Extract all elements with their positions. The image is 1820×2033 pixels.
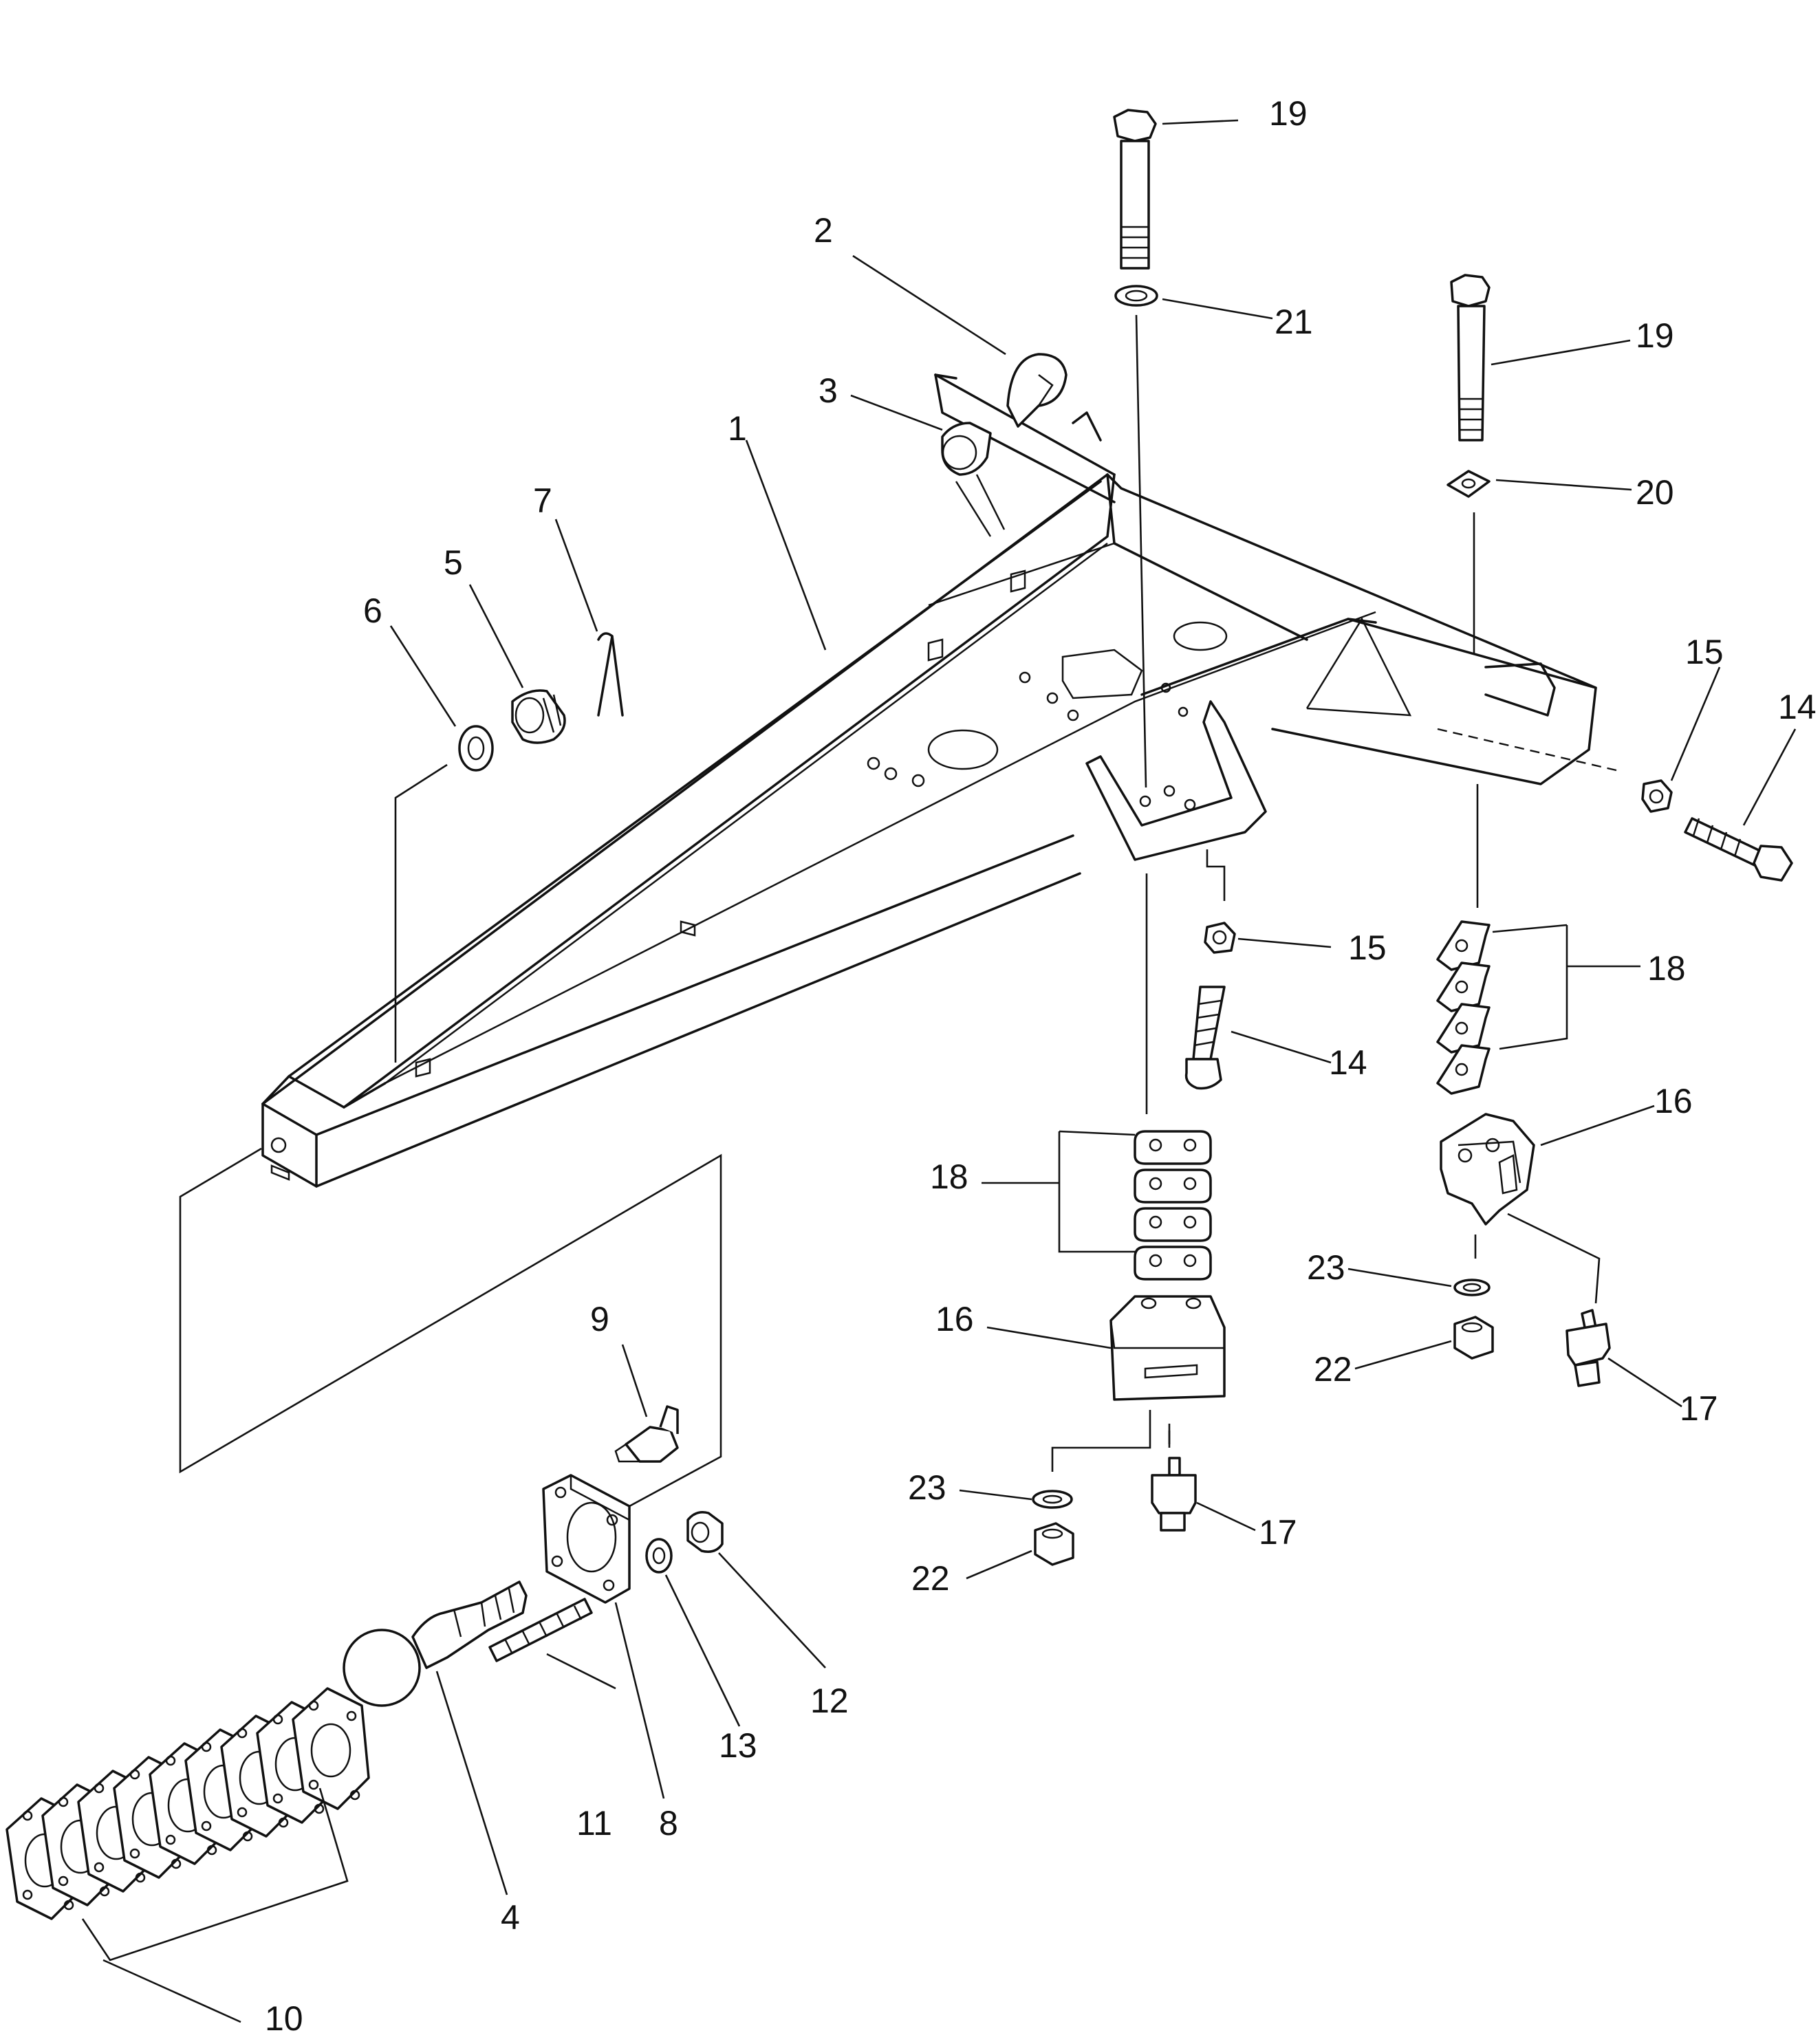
washer-21	[1114, 285, 1158, 307]
nut-15-right	[1641, 779, 1673, 813]
mounting-bracket	[1085, 700, 1267, 861]
grease-fitting-17-right	[1566, 1309, 1611, 1387]
callout-11: 11	[576, 1804, 612, 1842]
bolt-14-right	[1684, 817, 1793, 882]
callout-6: 6	[363, 591, 382, 630]
callout-17a: 17	[1259, 1513, 1297, 1552]
stud-11	[488, 1598, 593, 1662]
callout-leaders	[102, 119, 1797, 2023]
shim-stack-18-left	[1134, 1130, 1212, 1281]
callout-9: 9	[590, 1300, 609, 1338]
washer-6	[458, 725, 494, 772]
callout-7: 7	[533, 481, 552, 520]
callout-22a: 22	[911, 1559, 950, 1598]
bolt-19-left	[1113, 109, 1157, 270]
callout-18a: 18	[930, 1157, 968, 1196]
bolt-19-right	[1450, 274, 1491, 442]
callout-23b: 23	[1307, 1248, 1345, 1287]
callout-18b: 18	[1647, 949, 1686, 988]
callout-22b: 22	[1314, 1350, 1352, 1389]
square-washer-20	[1447, 470, 1491, 498]
washer-23-left	[1032, 1490, 1073, 1509]
shim-stack-10	[6, 1687, 370, 1920]
ball-stud-4	[343, 1580, 528, 1707]
mount-block-16-left	[1109, 1295, 1226, 1401]
callout-20: 20	[1636, 473, 1674, 512]
grease-fitting-17-left	[1151, 1457, 1197, 1532]
callout-2: 2	[814, 211, 833, 250]
callout-4: 4	[501, 1898, 520, 1937]
callout-13: 13	[719, 1726, 757, 1765]
assembly-lines	[81, 314, 1617, 1961]
callout-15b: 15	[1685, 633, 1724, 671]
ball-joint-2	[1006, 353, 1068, 428]
nut-22-left	[1034, 1522, 1074, 1566]
callout-19b: 19	[1636, 316, 1674, 355]
callout-10: 10	[265, 1999, 303, 2033]
a-frame-drawbar	[261, 373, 1597, 1188]
shim-stack-18-right	[1436, 920, 1491, 1095]
mount-block-16-right	[1440, 1113, 1535, 1226]
callout-15a: 15	[1348, 928, 1387, 967]
callout-23a: 23	[908, 1468, 946, 1507]
callout-5: 5	[444, 543, 463, 582]
grease-fitting-9	[614, 1405, 679, 1463]
castle-nut-5	[511, 689, 566, 744]
nut-22-right	[1453, 1316, 1494, 1360]
callout-17b: 17	[1680, 1389, 1718, 1428]
callout-14a: 14	[1329, 1043, 1367, 1082]
callout-21: 21	[1275, 303, 1313, 341]
washer-23-right	[1453, 1279, 1491, 1296]
callout-19a: 19	[1269, 94, 1308, 133]
callout-14b: 14	[1778, 688, 1817, 726]
callout-16a: 16	[935, 1300, 974, 1338]
ball-joint-3	[941, 422, 992, 476]
bolt-14-left	[1184, 986, 1226, 1090]
callout-12: 12	[810, 1682, 849, 1720]
callout-16b: 16	[1654, 1082, 1693, 1120]
cotter-pin-7	[597, 632, 624, 717]
callout-3: 3	[819, 371, 838, 410]
callout-labels: 1 2 3 4 5 6 7 8 9 10 11 12 13 14 14 15 1…	[265, 94, 1817, 2033]
flange-plate-8	[542, 1474, 631, 1604]
nut-12	[686, 1511, 724, 1553]
nut-15-left	[1204, 922, 1236, 954]
callout-1: 1	[728, 409, 747, 448]
callout-8: 8	[659, 1804, 678, 1842]
washer-13	[645, 1538, 673, 1574]
